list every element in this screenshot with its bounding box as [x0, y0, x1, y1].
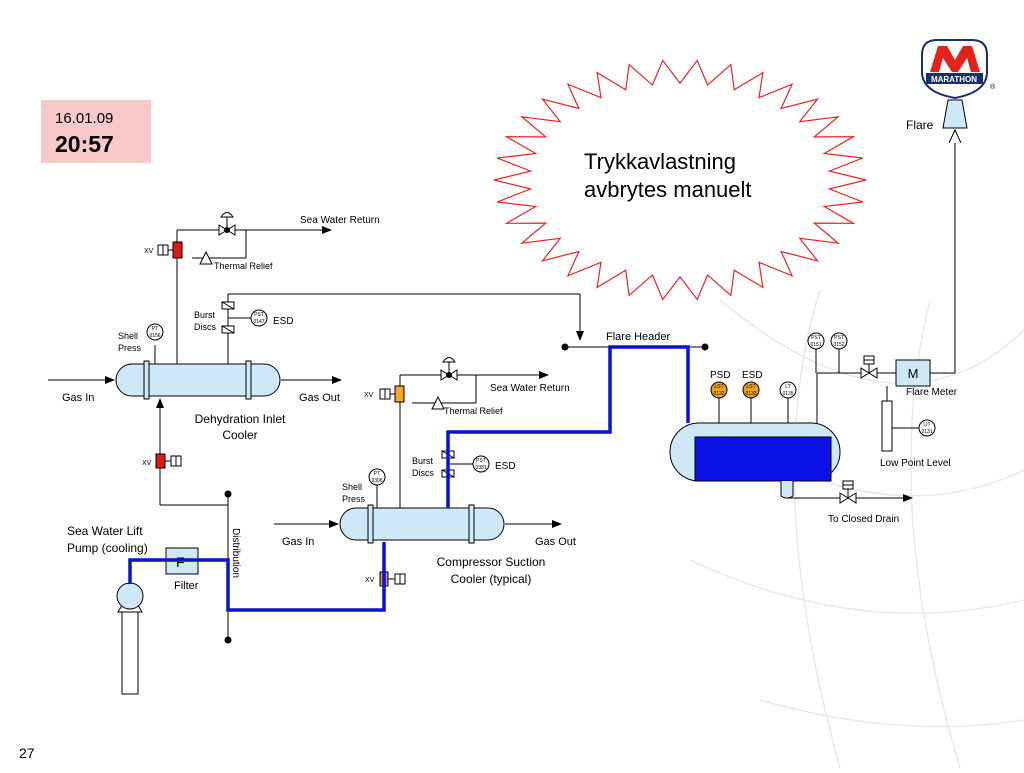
flare-line: [930, 130, 955, 374]
gas-in-label-2: Gas In: [282, 536, 314, 548]
svg-text:PST: PST: [834, 335, 844, 341]
shell-label-1: Shell: [118, 331, 138, 341]
compressor-title-2: Cooler (typical): [451, 572, 532, 586]
meter-m: M: [908, 366, 919, 381]
burst-label-2: Burst: [412, 456, 434, 466]
thermal-relief-label-1: Thermal Relief: [214, 261, 273, 271]
lst-0133-instrument: [742, 381, 760, 399]
svg-text:XV: XV: [142, 460, 152, 467]
timestamp-box: 16.01.09 20:57: [41, 100, 151, 163]
discs-label-2: Discs: [412, 468, 434, 478]
low-point-level-gauge: [881, 400, 893, 452]
press-label-2: Press: [342, 494, 366, 504]
esd-label-2: ESD: [495, 461, 516, 472]
burst-label-1: Burst: [194, 310, 216, 320]
logo-text: MARATHON: [931, 75, 977, 84]
pt-0306-instrument: [368, 468, 386, 486]
pst-0152-instrument: [830, 332, 848, 350]
svg-text:0132: 0132: [713, 391, 724, 397]
page-number: 27: [19, 745, 35, 761]
svg-text:0133: 0133: [745, 391, 756, 397]
xv-valve-upper[interactable]: [172, 241, 183, 259]
xv-valve-compressor-outlet[interactable]: [394, 385, 405, 403]
logo-registered: ®: [990, 83, 996, 91]
lit-0131-instrument: [918, 419, 936, 437]
lt-0135-instrument: [779, 381, 797, 399]
svg-text:XV: XV: [144, 248, 154, 255]
flare-label: Flare: [906, 118, 934, 132]
esd-label-3: ESD: [742, 370, 763, 381]
compressor-title-1: Compressor Suction: [437, 555, 546, 569]
pst-0151-instrument: [807, 332, 825, 350]
sea-water-return-label-1: Sea Water Return: [300, 215, 380, 226]
sea-water-lift-pump: [116, 582, 144, 695]
filter-f: F: [176, 554, 185, 570]
highlighted-flow-path: [128, 345, 690, 612]
timestamp-date: 16.01.09: [55, 110, 114, 127]
closed-drain-label: To Closed Drain: [828, 514, 899, 525]
svg-text:0381: 0381: [475, 465, 486, 471]
background-globe: [689, 289, 1024, 769]
gas-in-label-1: Gas In: [62, 392, 94, 404]
sea-water-return-label-2: Sea Water Return: [490, 383, 570, 394]
svg-text:PST: PST: [476, 458, 486, 464]
drain-valve[interactable]: [839, 492, 849, 504]
low-point-level-label: Low Point Level: [880, 458, 951, 469]
flare-stack: [942, 99, 968, 129]
svg-text:0152: 0152: [833, 342, 844, 348]
svg-text:PST: PST: [811, 335, 821, 341]
pst-0147-instrument: [250, 309, 268, 327]
svg-text:PT: PT: [152, 326, 158, 332]
svg-text:PT: PT: [374, 471, 380, 477]
flare-valve[interactable]: [860, 367, 870, 379]
discs-label-1: Discs: [194, 322, 216, 332]
thermal-relief-label-2: Thermal Relief: [444, 406, 503, 416]
filter-label: Filter: [174, 580, 199, 592]
distribution-label: Distribution: [230, 528, 241, 578]
svg-text:PST: PST: [254, 312, 264, 318]
svg-text:0151: 0151: [810, 342, 821, 348]
flare-meter-label: Flare Meter: [906, 387, 958, 398]
svg-text:LST: LST: [714, 384, 723, 390]
flare-header-label: Flare Header: [606, 331, 671, 343]
flare-knockout-drum: [669, 422, 841, 499]
svg-text:LT: LT: [785, 384, 790, 390]
dehydration-title-1: Dehydration Inlet: [195, 412, 286, 426]
marathon-logo: MARATHON ®: [921, 39, 996, 100]
svg-text:0131: 0131: [921, 429, 932, 435]
dehydration-cooler: [115, 360, 281, 400]
shell-label-2: Shell: [342, 482, 362, 492]
pump-label-1: Sea Water Lift: [67, 524, 143, 538]
svg-text:XV: XV: [365, 577, 375, 584]
callout-starburst: [493, 59, 867, 301]
pump-label-2: Pump (cooling): [67, 541, 148, 555]
lst-0132-instrument: [710, 381, 728, 399]
pst-0381-instrument: [472, 455, 490, 473]
callout-line-2: avbrytes manuelt: [584, 177, 752, 202]
flare-meter: [895, 359, 931, 387]
xv-valve-dehydration-inlet[interactable]: [155, 453, 166, 469]
press-label-1: Press: [118, 343, 142, 353]
svg-text:LIT: LIT: [923, 422, 930, 428]
psd-label: PSD: [710, 370, 731, 381]
svg-text:XV: XV: [364, 392, 374, 399]
compressor-cooler: [339, 504, 505, 544]
gas-out-label-2: Gas Out: [535, 536, 576, 548]
svg-text:0135: 0135: [782, 391, 793, 397]
svg-text:0306: 0306: [371, 478, 382, 484]
gas-out-label-1: Gas Out: [299, 392, 340, 404]
dehydration-title-2: Cooler: [222, 428, 257, 442]
timestamp-time: 20:57: [55, 131, 114, 157]
callout-line-1: Trykkavlastning: [584, 149, 736, 174]
svg-text:LST: LST: [746, 384, 755, 390]
pt-0156-instrument: [146, 323, 164, 341]
esd-label-1: ESD: [273, 316, 294, 327]
svg-text:0156: 0156: [149, 333, 160, 339]
svg-text:0147: 0147: [253, 319, 264, 325]
